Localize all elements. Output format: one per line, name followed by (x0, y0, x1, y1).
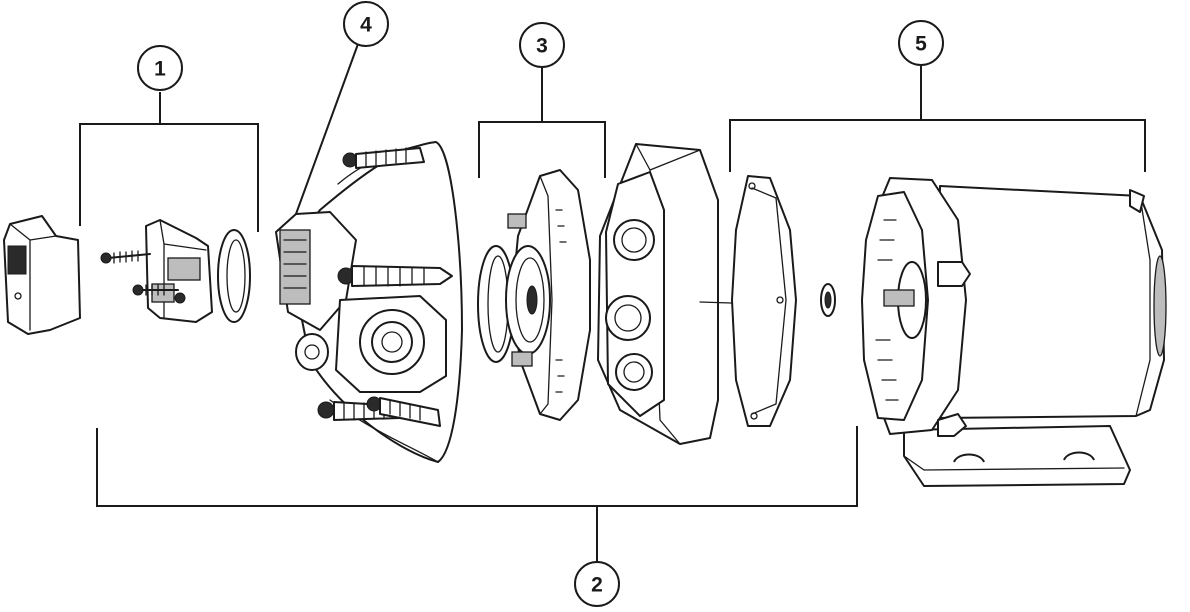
callout-4-label: 4 (360, 14, 372, 37)
callout-4-circle (343, 1, 389, 47)
callout-1-label: 1 (154, 58, 166, 81)
callout-5-group: 5 (729, 20, 1146, 172)
valve-assembly-part (505, 169, 591, 421)
housing-screw-top (342, 147, 425, 169)
callout-5-circle (898, 20, 944, 66)
callout-3-circle (519, 22, 565, 68)
callout-2-label: 2 (591, 574, 603, 597)
callout-2-group: 2 (96, 426, 858, 607)
switch-screw-lower (132, 284, 179, 296)
diaphragm-plate-part (731, 175, 797, 427)
callout-1-group: 1 (79, 45, 259, 232)
housing-screw-lower-b (366, 396, 441, 427)
switch-cover-part (3, 215, 81, 335)
switch-screw-upper (100, 250, 151, 264)
cam-bearing-part (820, 283, 836, 317)
callout-3-label: 3 (536, 35, 548, 58)
motor-part (861, 177, 1167, 487)
callout-5-label: 5 (915, 33, 927, 56)
callout-3-group: 3 (478, 22, 606, 178)
callout-4-group: 4 (295, 1, 389, 215)
pump-body-part (597, 143, 763, 445)
callout-1-circle (137, 45, 183, 91)
cover-grille (7, 245, 27, 275)
small-o-ring-part (217, 229, 251, 323)
upper-housing-part (275, 141, 463, 463)
callout-2-circle (574, 561, 620, 607)
housing-screw-middle (337, 265, 453, 287)
pressure-switch-part (145, 219, 213, 323)
